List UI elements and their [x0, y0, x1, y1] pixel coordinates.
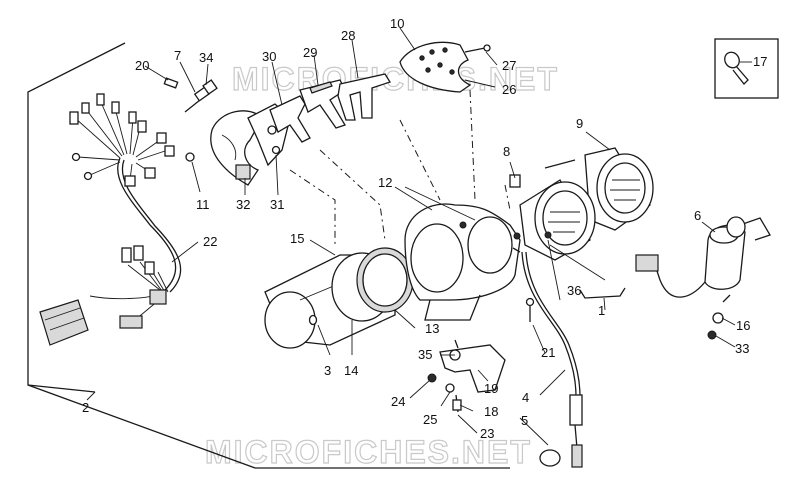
- ignition-switch: [635, 216, 771, 340]
- alignment-lines: [289, 89, 511, 245]
- key-17-head: [724, 51, 740, 69]
- gauges: [509, 147, 654, 261]
- callout-13: 13: [425, 321, 439, 336]
- small-parts-top-left: [163, 77, 218, 113]
- lower-bracket: [427, 339, 506, 413]
- callout-10: 10: [390, 16, 404, 31]
- instrument-housing: [264, 247, 414, 349]
- assembly-2-bracket-tick: [27, 384, 96, 393]
- callout-1: 1: [598, 303, 605, 318]
- callout-5: 5: [521, 413, 528, 428]
- key-inset-frame: [714, 38, 779, 99]
- key-inset: [714, 38, 779, 99]
- callout-labels: 1 2 3 4 5 6 7 8 9 10 11 12 13 14 15 16 1…: [82, 16, 767, 441]
- callout-33: 33: [735, 341, 749, 356]
- plate-10: [399, 41, 491, 93]
- brackets-30-29-28: [269, 73, 391, 143]
- callout-34: 34: [199, 50, 213, 65]
- callout-16: 16: [736, 318, 750, 333]
- callout-23: 23: [480, 426, 494, 441]
- callout-27: 27: [502, 58, 516, 73]
- callout-7: 7: [174, 48, 181, 63]
- dashboard-mount-12: [404, 203, 521, 321]
- speedometer-cable-4: [521, 251, 583, 468]
- callout-28: 28: [341, 28, 355, 43]
- callout-24: 24: [391, 394, 405, 409]
- wiring-harness-22: [39, 93, 182, 346]
- callout-14: 14: [344, 363, 358, 378]
- callout-25: 25: [423, 412, 437, 427]
- callout-8: 8: [503, 144, 510, 159]
- callout-18: 18: [484, 404, 498, 419]
- callout-22: 22: [203, 234, 217, 249]
- callout-32: 32: [236, 197, 250, 212]
- callout-9: 9: [576, 116, 583, 131]
- bracket-1-base: [579, 287, 626, 299]
- leader-lines: [86, 27, 736, 446]
- callout-11: 11: [196, 197, 210, 212]
- callout-17: 17: [753, 54, 767, 69]
- watermark-bottom: MICROFICHES.NET: [205, 434, 532, 470]
- callout-36: 36: [567, 283, 581, 298]
- callout-31: 31: [270, 197, 284, 212]
- callout-20: 20: [135, 58, 149, 73]
- callout-21: 21: [541, 345, 555, 360]
- callout-15: 15: [290, 231, 304, 246]
- callout-2: 2: [82, 400, 89, 415]
- callout-3: 3: [324, 363, 331, 378]
- callout-26: 26: [502, 82, 516, 97]
- callout-35: 35: [418, 347, 432, 362]
- key-17-blade: [732, 65, 749, 85]
- callout-30: 30: [262, 49, 276, 64]
- callout-29: 29: [303, 45, 317, 60]
- callout-12: 12: [378, 175, 392, 190]
- callout-6: 6: [694, 208, 701, 223]
- callout-19: 19: [484, 381, 498, 396]
- callout-4: 4: [522, 390, 529, 405]
- watermark-top: MICROFICHES.NET: [232, 61, 559, 97]
